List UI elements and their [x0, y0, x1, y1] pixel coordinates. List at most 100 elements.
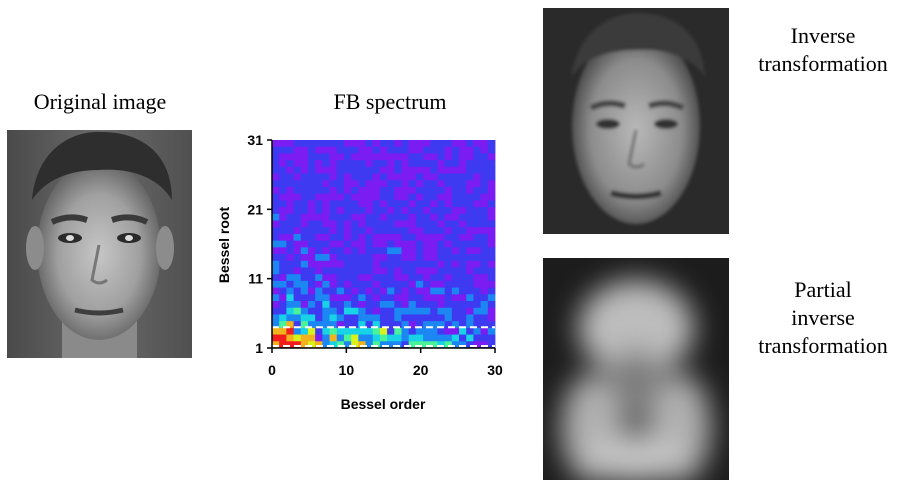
- heatmap-cell: [358, 146, 366, 154]
- heatmap-cell: [372, 220, 381, 228]
- heatmap-cell: [365, 207, 374, 215]
- heatmap-cell: [286, 207, 294, 215]
- heatmap-cell: [343, 287, 352, 295]
- heatmap-cell: [358, 207, 366, 215]
- heatmap-cell: [408, 166, 417, 174]
- heatmap-cell: [365, 327, 374, 335]
- heatmap-cell: [293, 140, 302, 148]
- heatmap-cell: [358, 254, 366, 262]
- heatmap-cell: [451, 153, 460, 161]
- heatmap-cell: [415, 153, 424, 161]
- heatmap-cell: [480, 254, 489, 262]
- heatmap-cell: [351, 301, 359, 309]
- heatmap-cell: [365, 146, 374, 154]
- heatmap-cell: [358, 287, 366, 295]
- heatmap-cell: [379, 186, 388, 195]
- heatmap-cell: [444, 301, 453, 309]
- heatmap-cell: [480, 233, 489, 242]
- heatmap-cell: [329, 173, 338, 181]
- heatmap-cell: [487, 140, 496, 148]
- heatmap-cell: [480, 240, 489, 248]
- heatmap-cell: [451, 173, 460, 181]
- heatmap-cell: [473, 160, 482, 168]
- heatmap-cell: [351, 180, 359, 188]
- heatmap-cell: [272, 301, 280, 309]
- heatmap-cell: [329, 321, 338, 329]
- heatmap-cell: [473, 307, 482, 315]
- heatmap-cell: [451, 321, 460, 329]
- heatmap-cell: [351, 220, 359, 228]
- heatmap-cell: [307, 280, 316, 289]
- heatmap-cell: [286, 140, 294, 148]
- heatmap-cell: [372, 186, 381, 195]
- heatmap-cell: [444, 186, 453, 195]
- heatmap-cell: [365, 140, 374, 148]
- heatmap-cell: [408, 327, 417, 335]
- heatmap-cell: [487, 207, 496, 215]
- heatmap-cell: [322, 287, 330, 295]
- heatmap-cell: [336, 294, 345, 302]
- heatmap-cell: [336, 254, 345, 262]
- heatmap-cell: [300, 254, 309, 262]
- heatmap-cell: [272, 200, 280, 208]
- heatmap-cell: [480, 321, 489, 329]
- heatmap-cell: [286, 341, 294, 349]
- heatmap-cell: [415, 327, 424, 335]
- heatmap-cell: [279, 160, 287, 168]
- heatmap-cell: [401, 207, 410, 215]
- heatmap-cell: [444, 193, 453, 201]
- heatmap-cell: [401, 173, 410, 181]
- heatmap-cell: [459, 274, 467, 282]
- heatmap-cell: [307, 160, 316, 168]
- heatmap-cell: [315, 146, 323, 154]
- heatmap-cell: [322, 267, 330, 275]
- heatmap-cell: [444, 207, 453, 215]
- heatmap-cell: [387, 220, 395, 228]
- heatmap-cell: [379, 267, 388, 275]
- heatmap-cell: [415, 173, 424, 181]
- heatmap-cell: [336, 193, 345, 201]
- heatmap-cell: [279, 233, 287, 242]
- heatmap-cell: [329, 220, 338, 228]
- heatmap-cell: [379, 287, 388, 295]
- heatmap-cell: [315, 173, 323, 181]
- heatmap-cell: [444, 213, 453, 221]
- heatmap-cell: [315, 280, 323, 289]
- heatmap-cell: [286, 287, 294, 295]
- y-tick-label: 11: [248, 271, 263, 287]
- heatmap-cell: [415, 233, 424, 242]
- heatmap-cell: [430, 321, 438, 329]
- heatmap-cell: [387, 233, 395, 242]
- heatmap-cell: [473, 140, 482, 148]
- heatmap-cell: [272, 247, 280, 255]
- heatmap-cell: [307, 274, 316, 282]
- heatmap-cell: [300, 301, 309, 309]
- heatmap-cell: [387, 314, 395, 322]
- heatmap-cell: [459, 240, 467, 248]
- heatmap-cell: [444, 307, 453, 315]
- heatmap-cell: [408, 186, 417, 195]
- heatmap-cell: [444, 260, 453, 268]
- heatmap-cell: [423, 146, 431, 154]
- heatmap-cell: [459, 327, 467, 335]
- heatmap-cell: [322, 227, 330, 235]
- heatmap-cell: [430, 173, 438, 181]
- heatmap-cell: [487, 260, 496, 268]
- heatmap-cell: [401, 280, 410, 289]
- heatmap-cell: [315, 166, 323, 174]
- heatmap-cell: [423, 267, 431, 275]
- heatmap-cell: [336, 260, 345, 268]
- heatmap-cell: [293, 166, 302, 174]
- heatmap-cell: [444, 160, 453, 168]
- heatmap-cell: [466, 153, 474, 161]
- heatmap-cell: [300, 186, 309, 195]
- heatmap-cell: [487, 274, 496, 282]
- heatmap-cell: [394, 240, 402, 248]
- heatmap-cell: [473, 193, 482, 201]
- heatmap-cell: [466, 294, 474, 302]
- heatmap-cell: [293, 280, 302, 289]
- heatmap-cell: [365, 213, 374, 221]
- heatmap-cell: [423, 294, 431, 302]
- heatmap-cell: [415, 274, 424, 282]
- heatmap-cell: [394, 186, 402, 195]
